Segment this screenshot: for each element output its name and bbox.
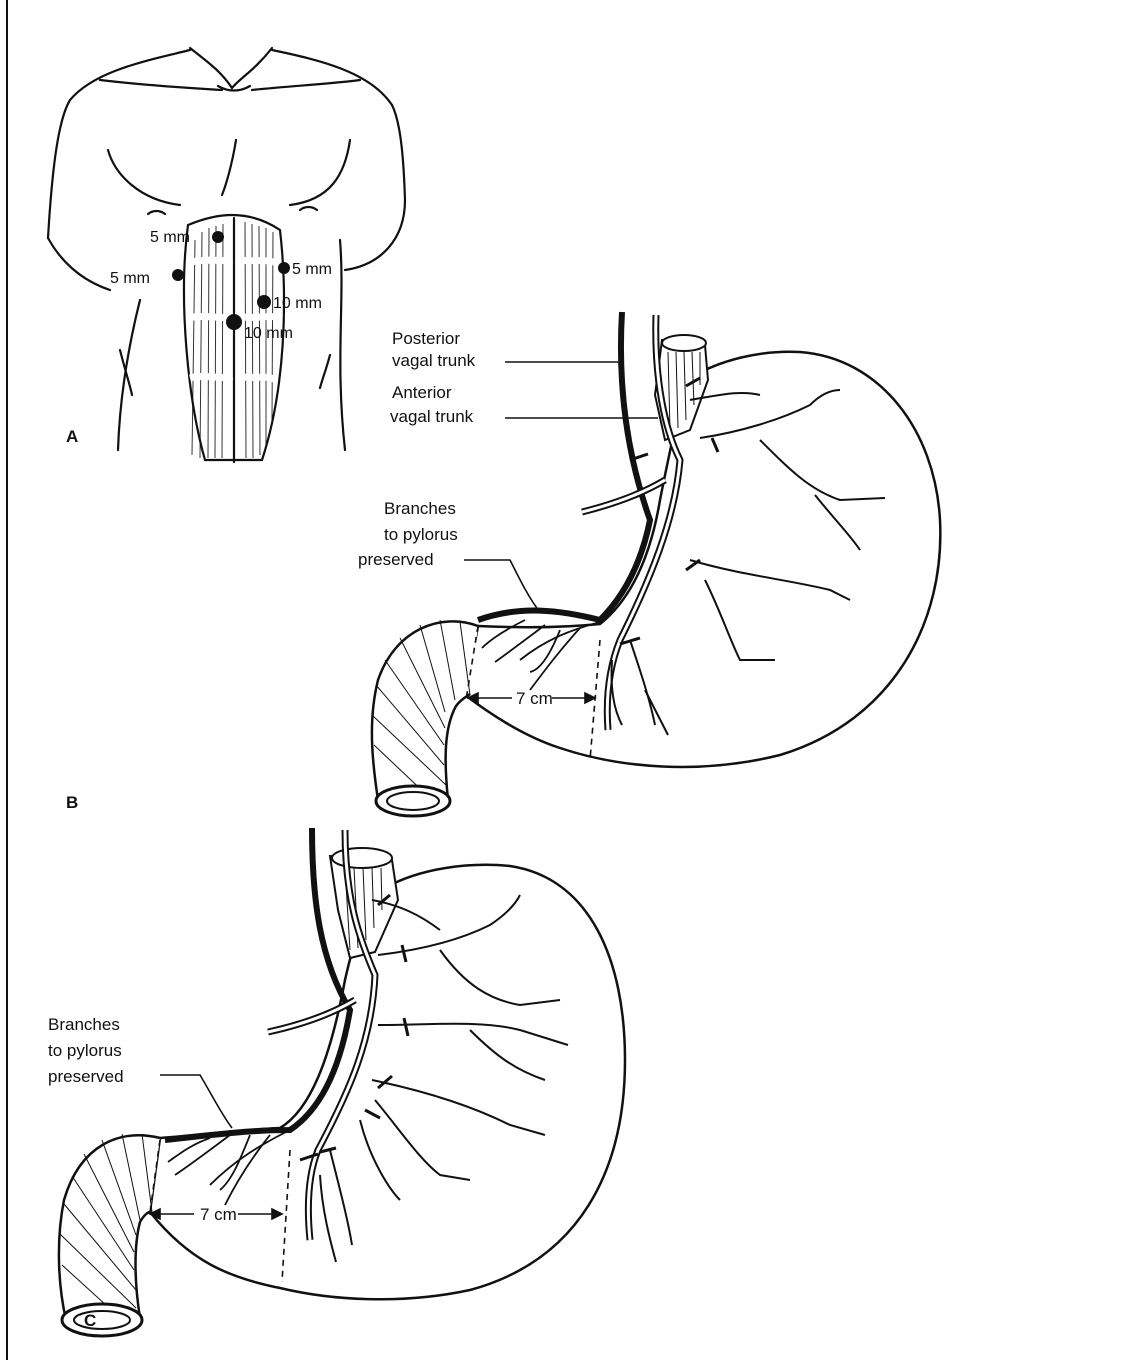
band xyxy=(188,316,232,318)
arrow-right-head xyxy=(585,693,595,703)
port-dot-right xyxy=(278,262,290,274)
duodenum xyxy=(59,1135,160,1320)
label-posterior-line2: vagal trunk xyxy=(392,351,476,370)
right-arm-line xyxy=(345,200,405,270)
right-hip xyxy=(320,355,330,388)
stomach-outline xyxy=(150,865,625,1299)
port-label-left: 5 mm xyxy=(110,270,150,287)
neck-outline xyxy=(190,48,272,88)
branch xyxy=(470,1030,545,1080)
port-label-upper: 5 mm xyxy=(150,229,190,246)
duodenum xyxy=(372,621,478,800)
band xyxy=(190,260,232,262)
posterior-vagal-trunk xyxy=(478,312,650,620)
label-distance-c: 7 cm xyxy=(200,1205,237,1224)
label-branches-line1: Branches xyxy=(384,499,456,518)
band xyxy=(238,316,282,318)
left-nipple xyxy=(148,211,165,214)
label-posterior-line1: Posterior xyxy=(392,329,460,348)
right-nipple xyxy=(300,207,317,210)
ligation-mark xyxy=(404,1018,408,1036)
branch xyxy=(630,640,655,725)
leader-branches xyxy=(160,1075,232,1128)
branch xyxy=(495,625,545,662)
hepatic-branch-outer xyxy=(268,1000,355,1032)
port-label-umbilical: 10 mm xyxy=(244,325,293,342)
port-dot-upper xyxy=(212,231,224,243)
branch xyxy=(530,630,560,672)
label-branches-line2: to pylorus xyxy=(384,525,458,544)
panel-c-stomach: Branches to pylorus preserved 7 cm C xyxy=(48,828,625,1336)
branch xyxy=(645,690,668,735)
label-distance-b: 7 cm xyxy=(516,689,553,708)
label-branches-line1: Branches xyxy=(48,1015,120,1034)
leader-branches xyxy=(464,560,540,612)
branch xyxy=(700,390,840,438)
left-pectoral xyxy=(108,150,180,205)
left-shoulder-outline xyxy=(48,50,190,238)
branch xyxy=(320,1175,336,1262)
label-branches-line3: preserved xyxy=(48,1067,124,1086)
branch xyxy=(330,1150,352,1245)
branch xyxy=(815,495,860,550)
branch xyxy=(210,1130,290,1185)
panel-a-letter: A xyxy=(66,427,78,446)
left-clavicle xyxy=(100,80,222,90)
panel-a-torso xyxy=(48,48,405,462)
esophagus-opening xyxy=(332,848,392,868)
branch xyxy=(690,560,850,600)
sternum-line xyxy=(222,140,236,195)
ligation-mark xyxy=(402,945,406,962)
branch xyxy=(705,580,775,660)
band xyxy=(190,376,232,378)
posterior-vagal-trunk xyxy=(165,828,350,1140)
left-arm-line xyxy=(48,238,110,290)
branch xyxy=(372,1080,545,1135)
branch xyxy=(375,1100,470,1180)
label-branches-line3: preserved xyxy=(358,550,434,569)
right-clavicle xyxy=(252,80,360,90)
branch xyxy=(440,950,560,1005)
band xyxy=(238,376,276,380)
panel-b-letter: B xyxy=(66,793,78,812)
esophagus-opening xyxy=(662,335,706,351)
branch xyxy=(378,895,520,955)
label-anterior-line1: Anterior xyxy=(392,383,452,402)
resection-line xyxy=(282,1150,290,1282)
port-label-right: 5 mm xyxy=(292,261,332,278)
arrow-right-head xyxy=(272,1209,282,1219)
port-labels: 5 mm 5 mm 5 mm 10 mm 10 mm xyxy=(110,229,332,342)
pyloric-branches xyxy=(482,620,600,690)
hatch-line xyxy=(192,240,195,455)
ligation-mark xyxy=(712,438,718,452)
hatch-line xyxy=(200,232,202,458)
branch xyxy=(360,1120,400,1200)
ligation-mark xyxy=(365,1110,380,1118)
right-flank xyxy=(340,240,345,450)
port-dot-right-lower xyxy=(257,295,271,309)
pyloric-branches xyxy=(168,1130,290,1205)
label-branches-line2: to pylorus xyxy=(48,1041,122,1060)
branch xyxy=(225,1135,270,1205)
port-dot-umbilical xyxy=(226,314,242,330)
right-pectoral xyxy=(290,140,350,205)
panel-c-letter: C xyxy=(84,1311,96,1330)
branch xyxy=(760,440,885,500)
left-flank xyxy=(118,300,140,450)
port-label-right-lower: 10 mm xyxy=(273,295,322,312)
left-hip xyxy=(120,350,132,395)
label-anterior-line2: vagal trunk xyxy=(390,407,474,426)
panel-b-stomach: Posterior vagal trunk Anterior vagal tru… xyxy=(66,312,940,816)
band xyxy=(238,260,280,264)
port-dot-left xyxy=(172,269,184,281)
